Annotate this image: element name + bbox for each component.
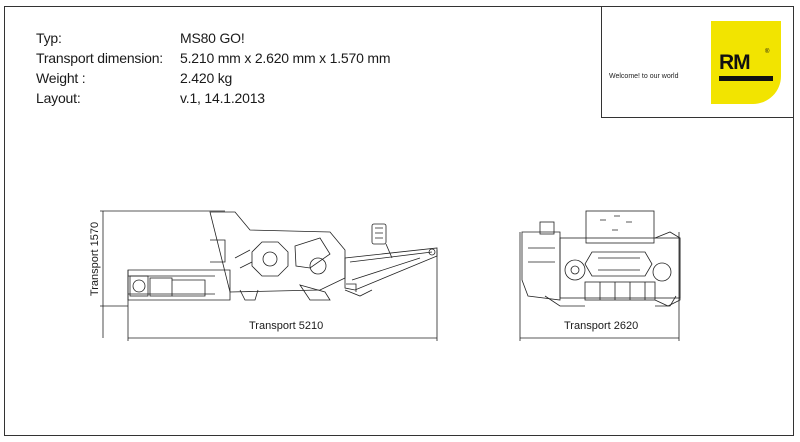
drawing-frame xyxy=(4,6,794,436)
front-lower-frame xyxy=(584,281,656,301)
side-lower-bracket xyxy=(239,289,259,301)
side-chute xyxy=(294,237,331,269)
type-label: Typ: xyxy=(36,30,62,46)
side-control-panel xyxy=(371,223,387,245)
side-main-body xyxy=(209,211,346,293)
side-view xyxy=(100,210,438,341)
side-body-panel xyxy=(210,239,226,263)
side-lower-frame xyxy=(346,283,357,292)
dimension-label: Transport dimension: xyxy=(36,50,163,66)
side-discharge-belt xyxy=(349,251,433,281)
side-motor xyxy=(149,277,173,297)
side-drive-wheel xyxy=(132,279,146,293)
logo-registered-mark: ® xyxy=(765,49,770,55)
side-crusher-rotor xyxy=(262,251,278,267)
logo-subline xyxy=(719,76,773,81)
side-height-label: Transport 1570 xyxy=(89,221,101,297)
front-track-left xyxy=(544,295,585,307)
side-feed-conveyor xyxy=(127,269,231,301)
front-width-label: Transport 2620 xyxy=(564,320,639,332)
front-view xyxy=(519,210,681,341)
side-crusher-housing xyxy=(251,241,289,277)
side-hopper-base xyxy=(172,279,206,297)
layout-label: Layout: xyxy=(36,90,81,106)
front-left-frame xyxy=(521,231,561,301)
front-lower-ribs xyxy=(599,282,646,300)
layout-value: v.1, 14.1.2013 xyxy=(180,90,265,106)
side-head-pulley xyxy=(428,248,436,256)
side-detail-lines xyxy=(234,249,253,269)
weight-label: Weight : xyxy=(36,70,86,86)
side-drive-box xyxy=(129,275,149,297)
side-length-label: Transport 5210 xyxy=(249,320,324,332)
front-top-box xyxy=(539,221,555,235)
welcome-tagline: Welcome! to our world xyxy=(609,73,679,80)
side-control-arm xyxy=(385,243,393,259)
front-flywheel-hub xyxy=(570,265,580,275)
side-discharge-support xyxy=(344,289,373,297)
rm-logo: RM ® xyxy=(711,21,781,104)
front-flywheel xyxy=(564,259,586,281)
weight-value: 2.420 kg xyxy=(180,70,233,86)
front-left-details xyxy=(528,247,555,263)
dimension-value: 5.210 mm x 2.620 mm x 1.570 mm xyxy=(180,50,391,66)
side-discharge-conveyor xyxy=(344,247,438,291)
front-right-frame xyxy=(654,231,681,307)
logo-panel: Welcome! to our world RM ® xyxy=(601,6,794,118)
logo-brand-text: RM xyxy=(719,51,751,74)
front-housing-rivets xyxy=(600,215,632,231)
front-crusher-chamber xyxy=(584,251,653,277)
front-track-right xyxy=(655,295,677,307)
side-control-lines xyxy=(375,227,383,239)
front-top-housing xyxy=(585,210,655,244)
front-right-pulley xyxy=(652,262,672,282)
front-chamber-lines xyxy=(598,257,640,271)
side-support-leg xyxy=(299,284,331,301)
side-pulley xyxy=(309,257,327,275)
type-value: MS80 GO! xyxy=(180,30,245,46)
